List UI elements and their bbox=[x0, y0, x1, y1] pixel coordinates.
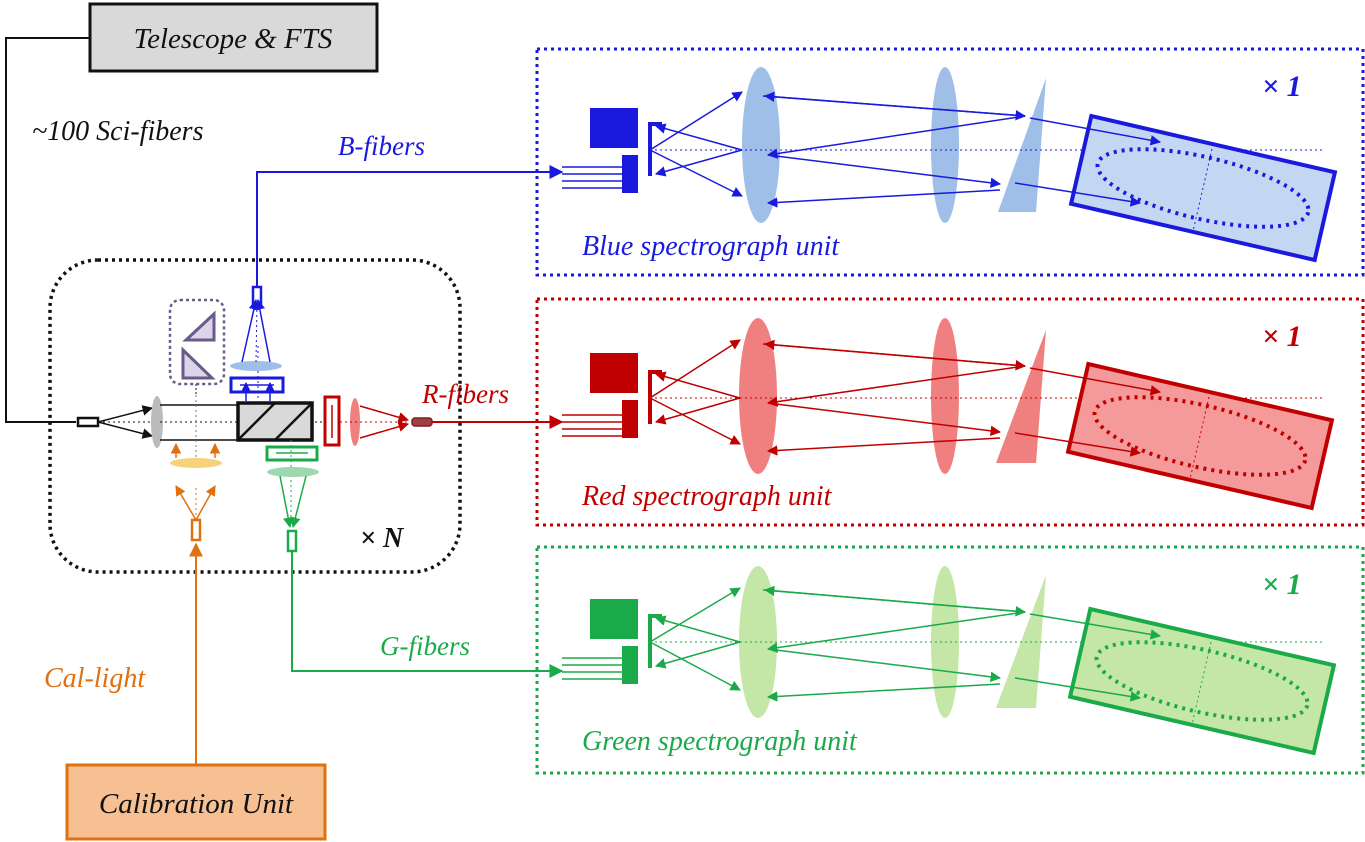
red-unit-title: Red spectrograph unit bbox=[581, 481, 833, 512]
green-shutter-block bbox=[590, 599, 638, 639]
red-spectrograph-unit: × 1 Red spectrograph unit bbox=[535, 297, 1365, 527]
telescope-box: Telescope & FTS bbox=[88, 2, 379, 73]
blue-shutter-block bbox=[590, 108, 638, 148]
green-filter bbox=[265, 445, 319, 462]
module-input-lens bbox=[151, 396, 163, 448]
green-collimator-lens bbox=[739, 566, 777, 718]
red-unit-multiplier: × 1 bbox=[1262, 320, 1302, 353]
input-ferrule bbox=[76, 416, 100, 428]
green-unit-frame bbox=[535, 545, 1365, 775]
green-output-ferrule bbox=[286, 529, 298, 553]
cal-input-branch bbox=[170, 442, 222, 542]
blue-unit-title: Blue spectrograph unit bbox=[582, 231, 840, 262]
green-unit-title: Green spectrograph unit bbox=[582, 726, 858, 757]
red-grism bbox=[996, 330, 1046, 463]
red-camera-lens bbox=[931, 318, 959, 474]
blue-detector bbox=[1068, 113, 1338, 263]
blue-unit-frame bbox=[535, 47, 1365, 277]
blue-branch bbox=[229, 285, 285, 403]
blue-spectrograph-unit: × 1 Blue spectrograph unit bbox=[535, 47, 1365, 277]
module-multiplier: × N bbox=[360, 523, 405, 554]
red-detector bbox=[1065, 361, 1335, 511]
blue-slit-block bbox=[622, 155, 638, 193]
blue-unit-multiplier: × 1 bbox=[1262, 70, 1302, 103]
calibration-label: Calibration Unit bbox=[99, 788, 294, 820]
red-slit-block bbox=[622, 400, 638, 438]
module-boundary bbox=[48, 258, 462, 574]
dichroic-block bbox=[236, 401, 314, 442]
sci-fibers-label: ~100 Sci-fibers bbox=[32, 116, 204, 147]
sci-fiber-line bbox=[5, 37, 90, 423]
blue-camera-lens bbox=[931, 67, 959, 223]
green-spectrograph-unit: × 1 Green spectrograph unit bbox=[535, 545, 1365, 775]
green-unit-multiplier: × 1 bbox=[1262, 568, 1302, 601]
red-shutter-block bbox=[590, 353, 638, 393]
cal-input-ferrule bbox=[190, 518, 202, 542]
red-filter bbox=[323, 395, 341, 447]
green-focus-lens bbox=[267, 467, 319, 477]
g-fibers-label: G-fibers bbox=[380, 631, 470, 661]
prism-mirror-lower-icon bbox=[181, 346, 216, 380]
green-branch bbox=[265, 440, 319, 553]
telescope-label: Telescope & FTS bbox=[134, 23, 333, 55]
calibration-box: Calibration Unit bbox=[65, 763, 327, 841]
green-detector bbox=[1067, 606, 1337, 756]
cal-light-label: Cal-light bbox=[44, 663, 146, 694]
red-collimator-lens bbox=[739, 318, 777, 474]
blue-focus-lens bbox=[230, 361, 282, 371]
blue-collimator-lens bbox=[742, 67, 780, 223]
blue-output-ferrule bbox=[251, 285, 263, 309]
prism-mirror-holder bbox=[168, 298, 226, 396]
red-output-ferrule bbox=[411, 417, 433, 427]
prism-mirror-upper-icon bbox=[182, 310, 216, 342]
g-fiber-route bbox=[291, 551, 564, 678]
red-unit-frame bbox=[535, 297, 1365, 527]
cal-lens bbox=[170, 458, 222, 468]
b-fibers-label: B-fibers bbox=[338, 131, 425, 161]
blue-grism bbox=[998, 78, 1046, 212]
blue-filter bbox=[229, 376, 285, 394]
b-fiber-route bbox=[256, 165, 564, 287]
green-slit-block bbox=[622, 646, 638, 684]
r-fibers-label: R-fibers bbox=[421, 379, 509, 409]
red-branch bbox=[323, 395, 433, 447]
fiber-module: × N bbox=[48, 258, 462, 574]
